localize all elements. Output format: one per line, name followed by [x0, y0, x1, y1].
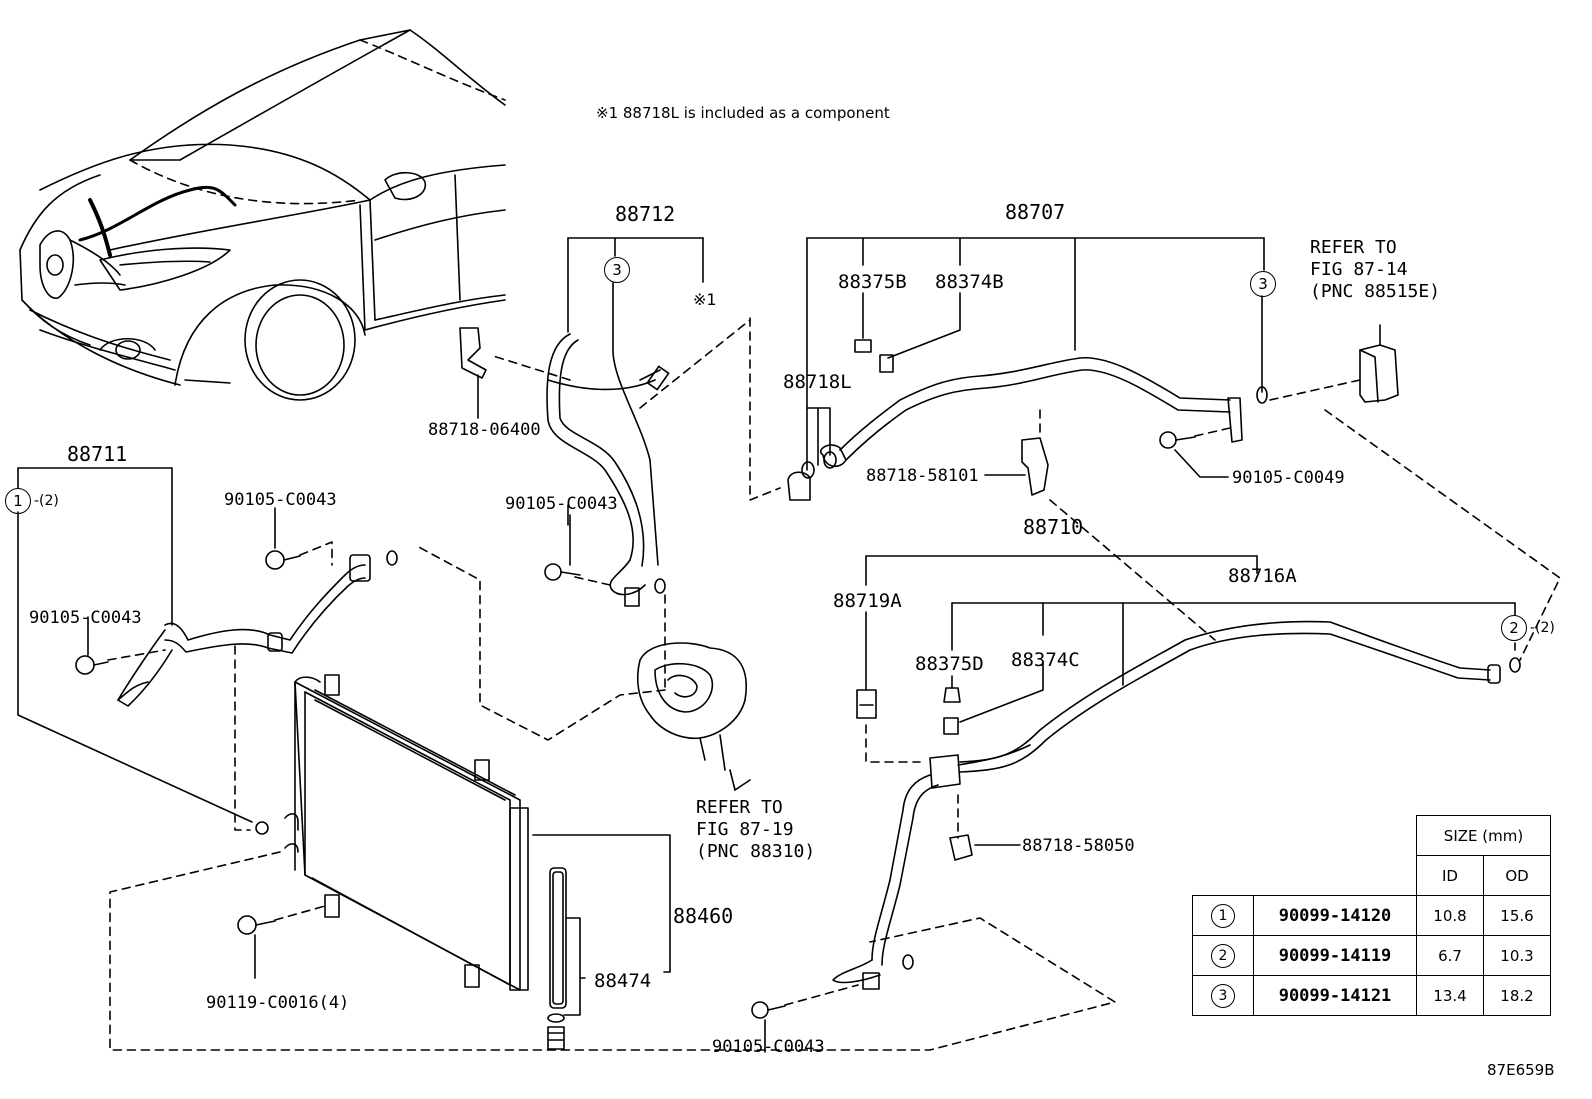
size-table-header: SIZE (mm): [1416, 815, 1551, 856]
part-label-90119-C0016[interactable]: 90119-C0016(4): [206, 993, 350, 1013]
part-label-88718-58050[interactable]: 88718-58050: [1022, 836, 1135, 856]
table-row: 3 90099-14121 13.4 18.2: [1192, 975, 1551, 1016]
table-row: 1 90099-14120 10.8 15.6: [1192, 895, 1551, 936]
part-label-88374C[interactable]: 88374C: [1011, 649, 1080, 671]
refer-fig-87-19[interactable]: REFER TO FIG 87-19 (PNC 88310): [696, 797, 816, 862]
o-ring-mark-2: 2: [1501, 615, 1527, 641]
row-od: 15.6: [1483, 895, 1551, 936]
part-label-88474[interactable]: 88474: [594, 970, 652, 992]
part-label-90105-C0043-left[interactable]: 90105-C0043: [29, 608, 142, 628]
part-label-90105-C0043-middle[interactable]: 90105-C0043: [505, 494, 618, 514]
component-mark: ※1: [693, 290, 717, 309]
part-label-88718L[interactable]: 88718L: [783, 371, 852, 393]
table-row: 2 90099-14119 6.7 10.3: [1192, 935, 1551, 976]
part-label-88711[interactable]: 88711: [67, 442, 128, 466]
part-label-88718-06400[interactable]: 88718-06400: [428, 420, 541, 440]
row-od: 18.2: [1483, 975, 1551, 1016]
part-label-88710[interactable]: 88710: [1023, 515, 1084, 539]
part-label-88718-58101[interactable]: 88718-58101: [866, 466, 979, 486]
o-ring-mark-1: 1: [5, 488, 31, 514]
o-ring-mark-3: 3: [1250, 271, 1276, 297]
row-part-number[interactable]: 90099-14119: [1253, 935, 1417, 976]
part-label-88712[interactable]: 88712: [615, 202, 676, 226]
row-od: 10.3: [1483, 935, 1551, 976]
row-id: 10.8: [1416, 895, 1484, 936]
pipe-88711: [17, 467, 398, 831]
tube-88710: [751, 555, 1521, 1053]
row-id: 13.4: [1416, 975, 1484, 1016]
o-ring-size-table: SIZE (mm) ID OD 1 90099-14120 10.8 15.6 …: [1192, 815, 1551, 1016]
receiver-88474: [547, 867, 586, 1050]
refer-fig-87-14[interactable]: REFER TO FIG 87-14 (PNC 88515E): [1310, 237, 1441, 302]
size-table-col-od: OD: [1483, 855, 1551, 896]
part-label-88719A[interactable]: 88719A: [833, 590, 902, 612]
part-label-88716A[interactable]: 88716A: [1228, 565, 1297, 587]
part-label-88375D[interactable]: 88375D: [915, 653, 984, 675]
row-id: 6.7: [1416, 935, 1484, 976]
o-ring-mark-1-qty: -(2): [34, 493, 59, 509]
diagram-code: 87E659B: [1487, 1061, 1555, 1079]
o-ring-mark-3: 3: [604, 257, 630, 283]
hose-88712: [459, 237, 781, 691]
part-label-88375B[interactable]: 88375B: [838, 271, 907, 293]
row-mark: 3: [1211, 983, 1235, 1008]
part-label-88707[interactable]: 88707: [1005, 200, 1066, 224]
part-label-90105-C0049[interactable]: 90105-C0049: [1232, 468, 1345, 488]
compressor: [414, 544, 747, 791]
condenser: [109, 674, 1116, 1051]
row-part-number[interactable]: 90099-14121: [1253, 975, 1417, 1016]
component-note: ※1 88718L is included as a component: [596, 104, 890, 122]
o-ring-mark-2-qty: -(2): [1530, 620, 1555, 636]
part-label-88374B[interactable]: 88374B: [935, 271, 1004, 293]
hose-88707: [787, 237, 1561, 661]
part-label-90105-C0043-bottom[interactable]: 90105-C0043: [712, 1037, 825, 1057]
row-part-number[interactable]: 90099-14120: [1253, 895, 1417, 936]
row-mark: 1: [1211, 903, 1235, 928]
part-label-88460[interactable]: 88460: [673, 904, 734, 928]
part-label-90105-C0043-top[interactable]: 90105-C0043: [224, 490, 337, 510]
row-mark: 2: [1211, 943, 1235, 968]
size-table-col-id: ID: [1416, 855, 1484, 896]
vehicle-illustration: [19, 29, 506, 401]
